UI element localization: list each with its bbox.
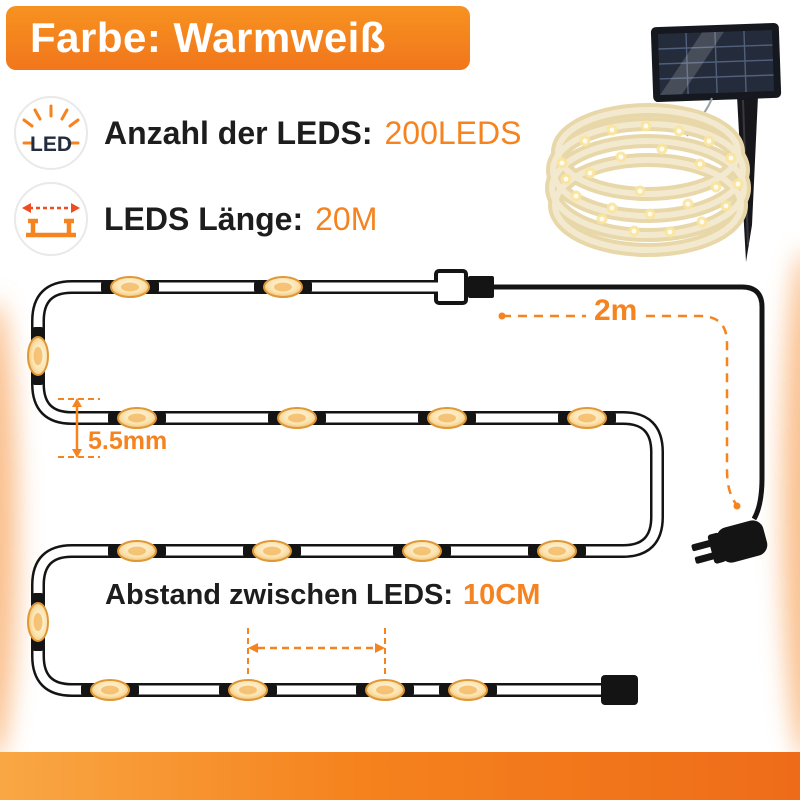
rope-tube-outline xyxy=(31,280,664,697)
led-spacing-dimension xyxy=(247,628,386,674)
tube-diameter-label: 5.5mm xyxy=(88,427,168,455)
coil-glow-dots xyxy=(556,120,744,238)
feature-led-count: LED Anzahl der LEDS: 200LEDS xyxy=(14,96,521,170)
led-burst-icon: LED xyxy=(14,96,88,170)
led-icon-text: LED xyxy=(30,133,72,156)
led-beads xyxy=(27,276,617,701)
cable-length-dimension xyxy=(498,312,741,510)
feature-led-length-text: LEDS Länge: 20M xyxy=(104,201,377,238)
led-length-label: LEDS Länge: xyxy=(104,200,304,237)
tube-diameter-dimension xyxy=(58,398,100,458)
power-cord xyxy=(494,284,765,521)
color-banner: Farbe: Warmweiß xyxy=(6,6,470,70)
color-banner-text: Farbe: Warmweiß xyxy=(30,14,387,61)
bottom-orange-band xyxy=(0,752,800,800)
connector-box xyxy=(434,269,494,305)
feature-led-length: LEDS Länge: 20M xyxy=(14,182,377,256)
led-rope-coil-icon xyxy=(545,103,751,257)
measure-length-icon xyxy=(14,182,88,256)
led-spacing-label: Abstand zwischen LEDS: 10CM xyxy=(105,579,540,612)
solar-panel-icon xyxy=(650,22,782,103)
end-cap xyxy=(601,675,638,705)
right-edge-glow xyxy=(782,250,800,760)
led-count-label: Anzahl der LEDS: xyxy=(104,114,373,151)
cable-length-label: 2m xyxy=(586,294,646,328)
led-spacing-value: 10CM xyxy=(463,579,541,611)
led-burst-icon-art: LED xyxy=(22,104,80,156)
rope-tube xyxy=(33,282,662,695)
led-count-value: 200LEDS xyxy=(384,114,522,151)
left-edge-glow xyxy=(0,300,18,760)
led-spacing-label-text: Abstand zwischen LEDS: xyxy=(105,579,454,611)
feature-led-count-text: Anzahl der LEDS: 200LEDS xyxy=(104,115,521,152)
led-length-value: 20M xyxy=(315,200,378,237)
power-plug-icon xyxy=(691,520,768,564)
measure-length-icon-art xyxy=(22,203,80,238)
